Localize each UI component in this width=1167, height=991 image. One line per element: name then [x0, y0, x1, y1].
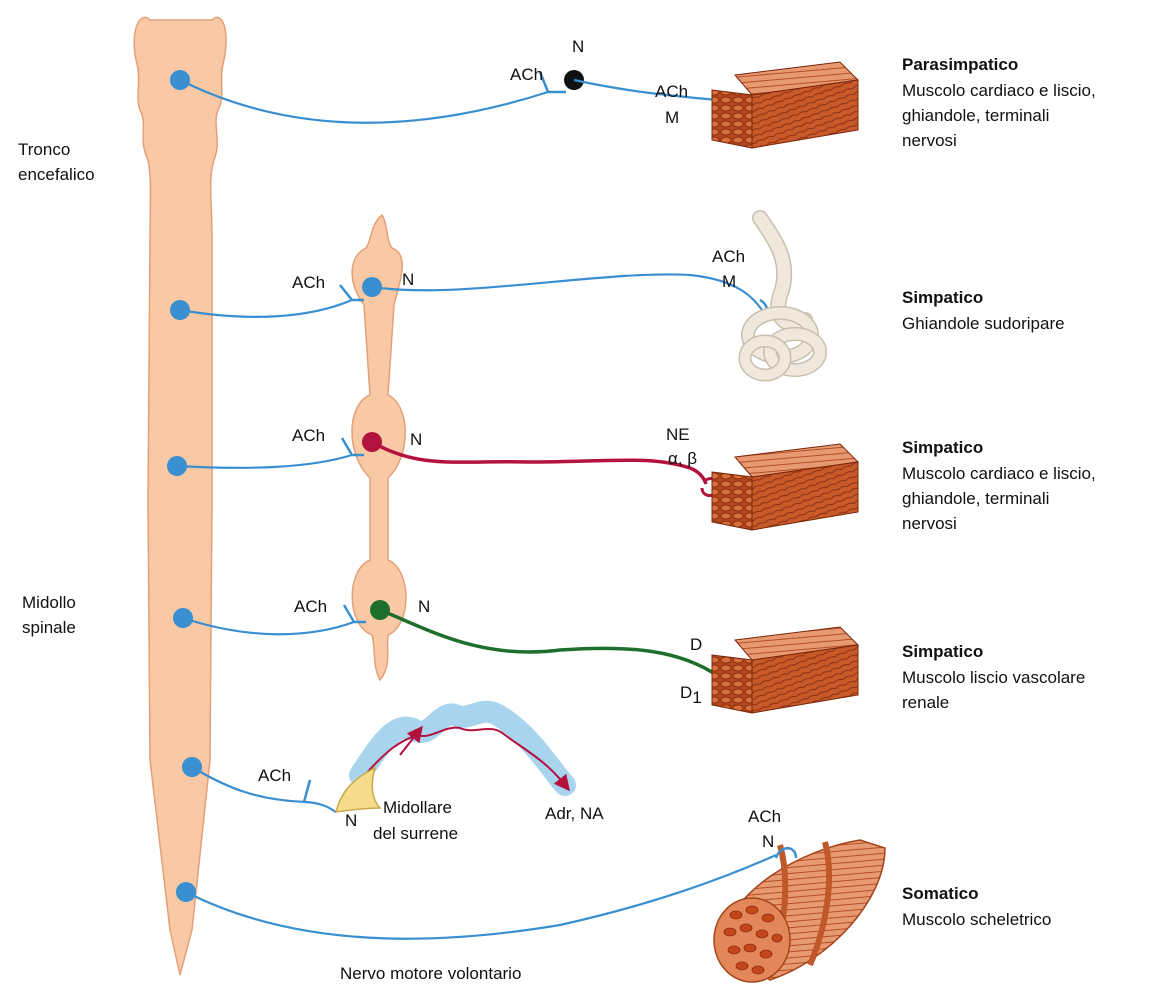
sympathetic-cholinergic-pathway: ACh N ACh M Simpatico Ghiandole sudoripa…: [170, 218, 1065, 375]
organ-label: Midollare: [383, 798, 452, 817]
division-title: Somatico: [902, 884, 979, 903]
parasympathetic-pathway: ACh N ACh M Parasimpatico Muscolo cardia…: [170, 37, 1096, 150]
adrenal-medulla-pathway: ACh N Midollare del surrene Adr, NA: [182, 712, 604, 843]
transmitter-label: ACh: [712, 247, 745, 266]
sympathetic-noradrenergic-pathway: ACh N NE α, β Simpatico Muscolo cardiaco…: [167, 425, 1096, 533]
postganglionic-fiber: [380, 610, 718, 676]
sympathetic-dopaminergic-pathway: ACh N D D1 Simpatico Muscolo liscio vasc…: [173, 597, 1085, 713]
division-title: Simpatico: [902, 288, 983, 307]
target-description: Muscolo cardiaco e liscio,: [902, 464, 1096, 483]
receptor-label: α, β: [668, 449, 697, 468]
sweat-gland-icon: [745, 218, 820, 375]
nerve-label: Nervo motore volontario: [340, 964, 521, 983]
receptor-label: M: [665, 108, 679, 127]
division-title: Simpatico: [902, 642, 983, 661]
target-description: renale: [902, 693, 949, 712]
target-description: ghiandole, terminali: [902, 106, 1049, 125]
division-title: Parasimpatico: [902, 55, 1018, 74]
transmitter-label: ACh: [258, 766, 291, 785]
division-title: Simpatico: [902, 438, 983, 457]
receptor-label: N: [418, 597, 430, 616]
receptor-label: N: [402, 270, 414, 289]
receptor-label: N: [410, 430, 422, 449]
target-description: ghiandole, terminali: [902, 489, 1049, 508]
motor-nerve-fiber: [186, 855, 776, 939]
smooth-muscle-block-icon: [712, 444, 858, 530]
synapse-terminal: [540, 72, 566, 92]
transmitter-label: NE: [666, 425, 690, 444]
postganglionic-fiber: [574, 80, 718, 100]
target-description: Ghiandole sudoripare: [902, 314, 1065, 333]
skeletal-muscle-icon: [714, 840, 885, 982]
organ-label: del surrene: [373, 824, 458, 843]
receptor-label: N: [345, 811, 357, 830]
spinal-cord: [134, 17, 226, 975]
spinal-cord-label-line2: spinale: [22, 618, 76, 637]
target-description: Muscolo scheletrico: [902, 910, 1051, 929]
receptor-label: D1: [680, 683, 702, 707]
brainstem-label-line2: encefalico: [18, 165, 95, 184]
transmitter-label: ACh: [294, 597, 327, 616]
transmitter-label: D: [690, 635, 702, 654]
transmitter-label: ACh: [292, 273, 325, 292]
receptor-label: M: [722, 272, 736, 291]
smooth-muscle-block-icon: [712, 62, 858, 148]
brainstem-label-line1: Tronco: [18, 140, 70, 159]
transmitter-label: ACh: [748, 807, 781, 826]
somatic-pathway: ACh N Somatico Muscolo scheletrico Nervo…: [176, 807, 1051, 983]
target-description: Muscolo cardiaco e liscio,: [902, 81, 1096, 100]
receptor-label: N: [572, 37, 584, 56]
transmitter-label: ACh: [292, 426, 325, 445]
receptor-label: N: [762, 832, 774, 851]
target-description: Muscolo liscio vascolare: [902, 668, 1085, 687]
target-description: nervosi: [902, 514, 957, 533]
spinal-cord-label-line1: Midollo: [22, 593, 76, 612]
smooth-muscle-block-icon: [712, 627, 858, 713]
transmitter-label: ACh: [510, 65, 543, 84]
synapse-terminal: [304, 780, 310, 802]
preganglionic-fiber: [180, 80, 548, 123]
target-description: nervosi: [902, 131, 957, 150]
transmitter-label: ACh: [655, 82, 688, 101]
postganglionic-fiber: [372, 274, 762, 310]
secretion-label: Adr, NA: [545, 804, 604, 823]
